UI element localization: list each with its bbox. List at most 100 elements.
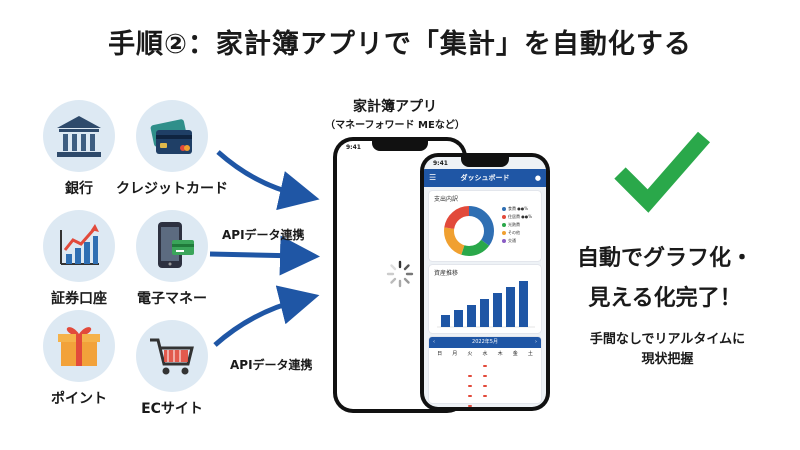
page-title: 手順②：家計簿アプリで「集計」を自動化する	[108, 29, 692, 60]
next-month-icon[interactable]: ›	[535, 339, 537, 345]
calendar-day[interactable]	[462, 378, 477, 387]
weekday: 木	[497, 351, 503, 357]
calendar-header: ‹ 2022年5月 ›	[429, 337, 541, 348]
expense-marker	[482, 365, 487, 367]
trend-title: 資産推移	[434, 270, 459, 277]
expense-marker	[482, 385, 487, 387]
bell-icon[interactable]: ●	[534, 174, 541, 182]
donut-chart	[444, 206, 494, 256]
prev-month-icon[interactable]: ‹	[433, 339, 435, 345]
status-time: 9:41	[433, 160, 448, 167]
stock-chart-icon	[43, 210, 115, 282]
source-e-money: 電子マネー	[117, 210, 227, 308]
gift-icon	[43, 310, 115, 382]
trend-bar	[480, 299, 489, 327]
calendar-day[interactable]	[447, 398, 462, 407]
phone-dashboard: 9:41 ☰ ダッシュボード ● 支出内訳 食費 ●●% 住居費 ●●% 光熱費	[420, 153, 550, 411]
asset-trend-card: 資産推移	[429, 265, 541, 333]
trend-bar	[506, 287, 515, 327]
source-ec-site: ECサイト	[117, 320, 227, 418]
calendar-day[interactable]	[493, 398, 508, 407]
phone-notch	[372, 141, 428, 151]
calendar-day[interactable]	[447, 358, 462, 367]
calendar-day[interactable]	[493, 388, 508, 397]
legend-item: その他	[502, 229, 532, 237]
weekday: 日	[437, 351, 443, 357]
calendar-day[interactable]	[508, 398, 523, 407]
result-sub-2: 現状把握	[641, 352, 694, 367]
api-label-bottom: APIデータ連携	[230, 358, 313, 372]
calendar-day[interactable]	[493, 368, 508, 377]
legend-item: 食費 ●●%	[502, 205, 532, 213]
weekday: 火	[467, 351, 473, 357]
arrow-bottom	[213, 285, 320, 347]
smartphone-card-icon	[136, 210, 208, 282]
source-label-points: ポイント	[51, 391, 107, 407]
expense-marker	[482, 375, 487, 377]
shopping-cart-icon	[136, 320, 208, 392]
trend-bar	[467, 305, 476, 327]
check-icon	[614, 131, 711, 213]
calendar-day[interactable]	[462, 388, 477, 397]
trend-bar	[519, 281, 528, 327]
dashboard-title: ダッシュボード	[460, 174, 510, 182]
breakdown-title: 支出内訳	[434, 196, 459, 203]
app-title: 家計簿アプリ	[353, 99, 437, 115]
calendar-day[interactable]	[523, 368, 538, 377]
weekday: 金	[512, 351, 518, 357]
calendar-day[interactable]	[523, 378, 538, 387]
calendar-day[interactable]	[477, 398, 492, 407]
legend-item: 住居費 ●●%	[502, 213, 532, 221]
calendar-day[interactable]	[447, 378, 462, 387]
calendar-day[interactable]	[462, 368, 477, 377]
expense-marker	[467, 405, 472, 407]
calendar-day[interactable]	[447, 388, 462, 397]
trend-bar	[441, 315, 450, 327]
calendar-day[interactable]	[477, 358, 492, 367]
calendar-day[interactable]	[447, 368, 462, 377]
trend-bar-chart	[437, 281, 535, 328]
app-subtitle: （マネーフォワード MEなど）	[325, 120, 465, 131]
calendar-day[interactable]	[493, 378, 508, 387]
expense-marker	[482, 395, 487, 397]
calendar-day[interactable]	[508, 368, 523, 377]
dashboard-header: ☰ ダッシュボード ●	[424, 169, 546, 187]
calendar-day[interactable]	[477, 388, 492, 397]
source-securities: 証券口座	[24, 210, 134, 308]
calendar-day[interactable]	[493, 358, 508, 367]
calendar-day[interactable]	[432, 368, 447, 377]
calendar-day[interactable]	[432, 378, 447, 387]
menu-icon[interactable]: ☰	[429, 173, 437, 182]
calendar-day[interactable]	[462, 398, 477, 407]
legend-item: 交通	[502, 237, 532, 245]
calendar-day[interactable]	[523, 398, 538, 407]
weekday: 水	[482, 351, 488, 357]
calendar-day[interactable]	[432, 358, 447, 367]
calendar-day[interactable]	[508, 388, 523, 397]
result-line-2: 見える化完了！	[588, 286, 742, 311]
calendar-day[interactable]	[523, 358, 538, 367]
calendar-day[interactable]	[462, 358, 477, 367]
dashboard-screen: 9:41 ☰ ダッシュボード ● 支出内訳 食費 ●●% 住居費 ●●% 光熱費	[424, 157, 546, 407]
calendar-day[interactable]	[477, 368, 492, 377]
calendar-day[interactable]	[508, 378, 523, 387]
calendar-day[interactable]	[523, 388, 538, 397]
legend-item: 光熱費	[502, 221, 532, 229]
weekday: 土	[527, 351, 533, 357]
bank-icon	[43, 100, 115, 172]
calendar-day[interactable]	[477, 378, 492, 387]
trend-bar	[493, 293, 502, 327]
phone-notch	[461, 157, 509, 167]
breakdown-legend: 食費 ●●% 住居費 ●●% 光熱費 その他 交通	[502, 205, 532, 245]
source-label-ec-site: ECサイト	[141, 401, 203, 417]
source-label-e-money: 電子マネー	[137, 291, 207, 307]
result-sub-1: 手間なしでリアルタイムに	[589, 332, 746, 347]
calendar-day[interactable]	[432, 388, 447, 397]
calendar-day[interactable]	[508, 358, 523, 367]
calendar-day[interactable]	[432, 398, 447, 407]
breakdown-card: 支出内訳 食費 ●●% 住居費 ●●% 光熱費 その他 交通	[429, 191, 541, 261]
expense-marker	[467, 385, 472, 387]
source-credit-card: クレジットカード	[116, 100, 228, 198]
source-bank: 銀行	[24, 100, 134, 198]
